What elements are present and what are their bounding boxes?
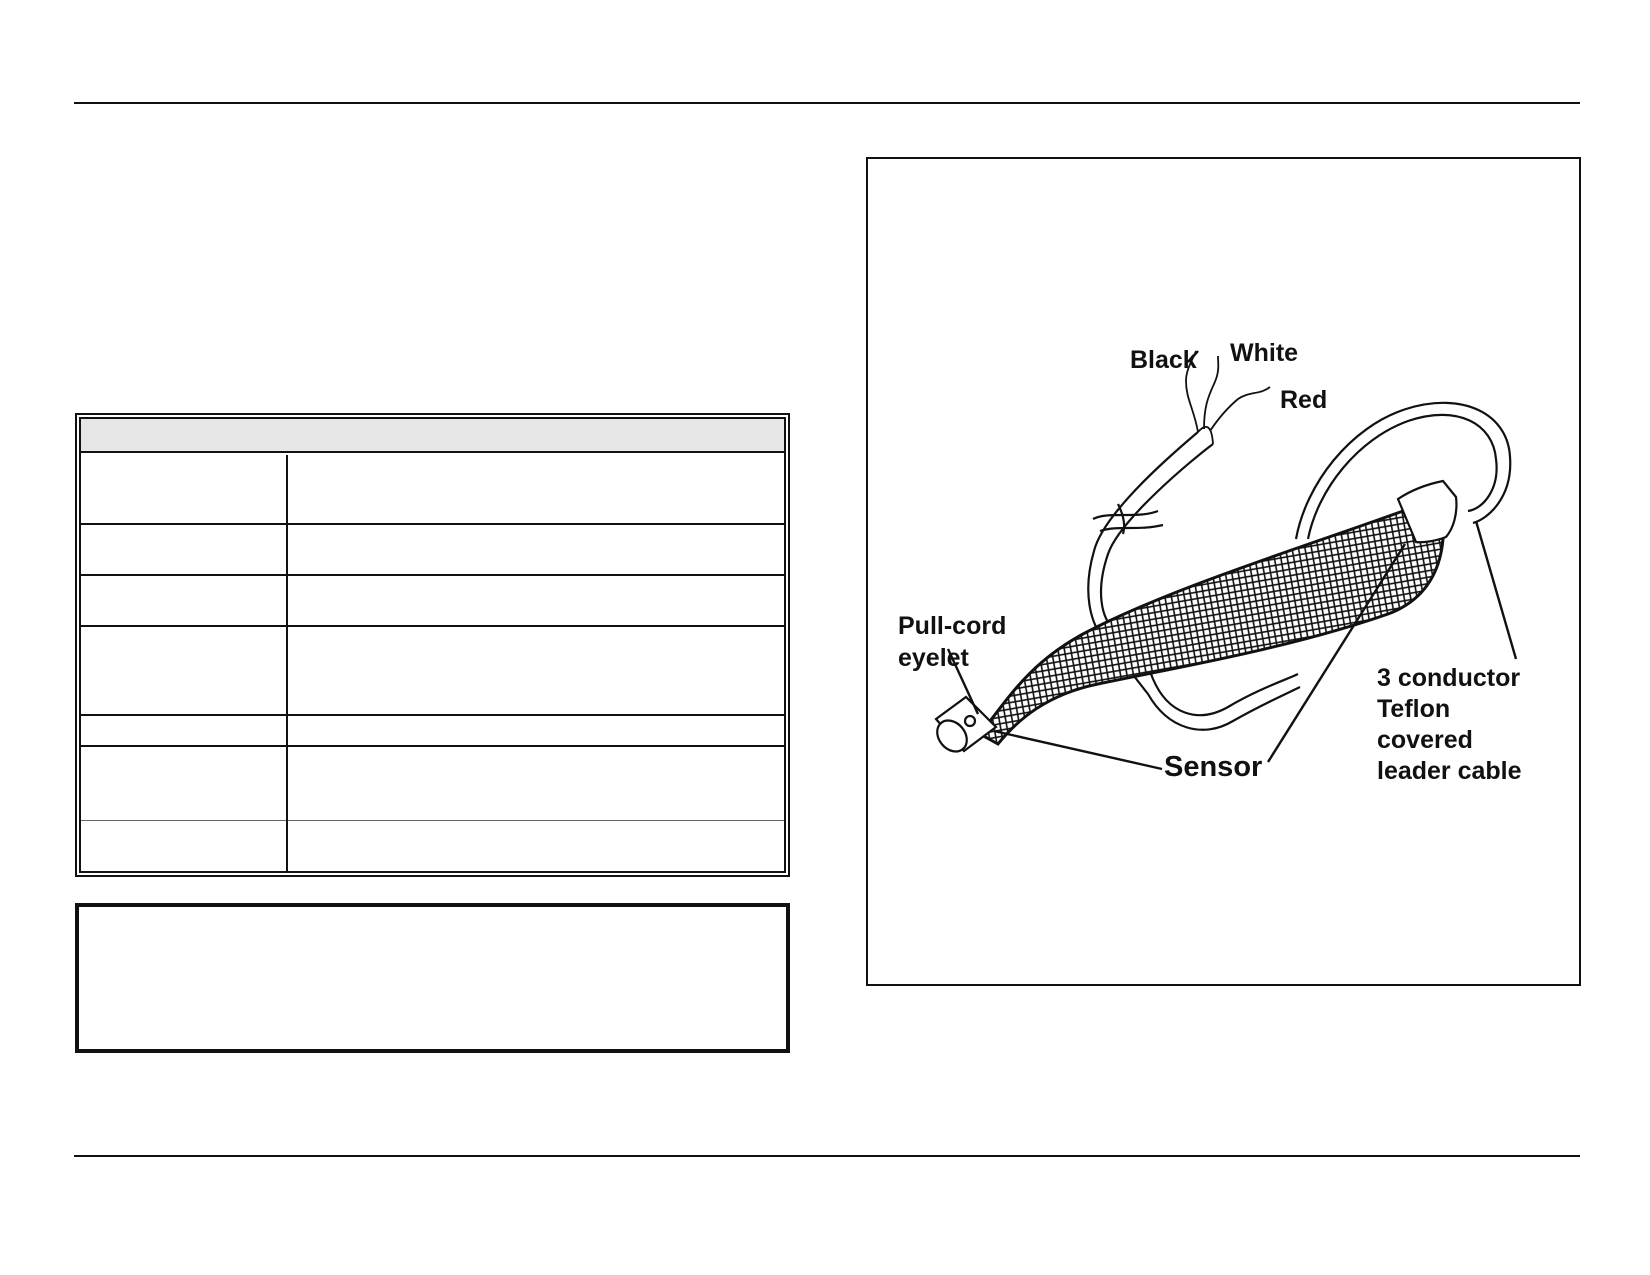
table-row xyxy=(81,576,784,627)
table-row xyxy=(81,525,784,576)
table-row xyxy=(81,627,784,716)
label-pull-cord-line1: Pull-cord xyxy=(898,612,1007,640)
sensor-figure: Black White Red Pull-cord eyelet Sensor … xyxy=(866,157,1581,986)
pull-cord-eyelet xyxy=(934,695,998,753)
label-white: White xyxy=(1230,339,1299,367)
column-divider xyxy=(286,455,288,871)
note-box xyxy=(75,903,790,1053)
label-cable-line4: leader cable xyxy=(1377,757,1522,785)
leader-lines xyxy=(946,350,1518,771)
table-row xyxy=(81,747,784,821)
label-cable-line3: covered xyxy=(1377,726,1473,754)
table-row xyxy=(81,455,784,525)
sensor-illustration xyxy=(934,350,1518,771)
spec-table xyxy=(75,413,790,877)
header-rule xyxy=(74,102,1580,104)
label-sensor: Sensor xyxy=(1164,751,1263,783)
label-pull-cord-line2: eyelet xyxy=(898,644,969,672)
footer-rule xyxy=(74,1155,1580,1157)
label-cable-line1: 3 conductor xyxy=(1377,664,1521,692)
sensor-body xyxy=(977,507,1445,746)
spec-table-header xyxy=(81,419,784,453)
label-red: Red xyxy=(1280,386,1328,414)
table-row xyxy=(81,716,784,747)
cable-break-marks xyxy=(1092,503,1164,535)
sensor-end-cap xyxy=(1396,479,1458,544)
label-cable-line2: Teflon xyxy=(1377,695,1451,723)
table-row xyxy=(81,821,784,873)
label-black: Black xyxy=(1130,346,1197,374)
